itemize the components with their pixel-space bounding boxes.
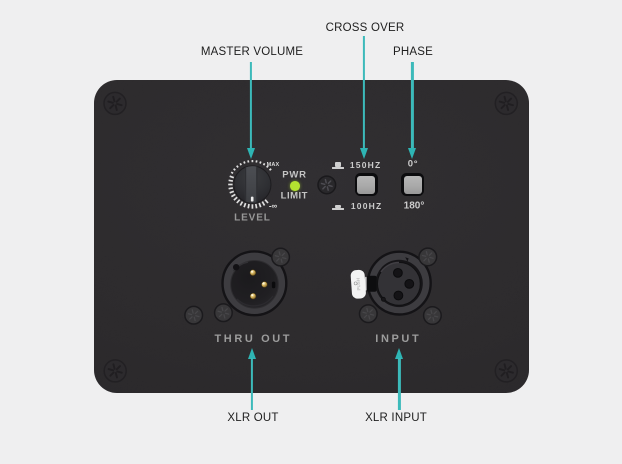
- svg-text:PUSH: PUSH: [356, 278, 362, 291]
